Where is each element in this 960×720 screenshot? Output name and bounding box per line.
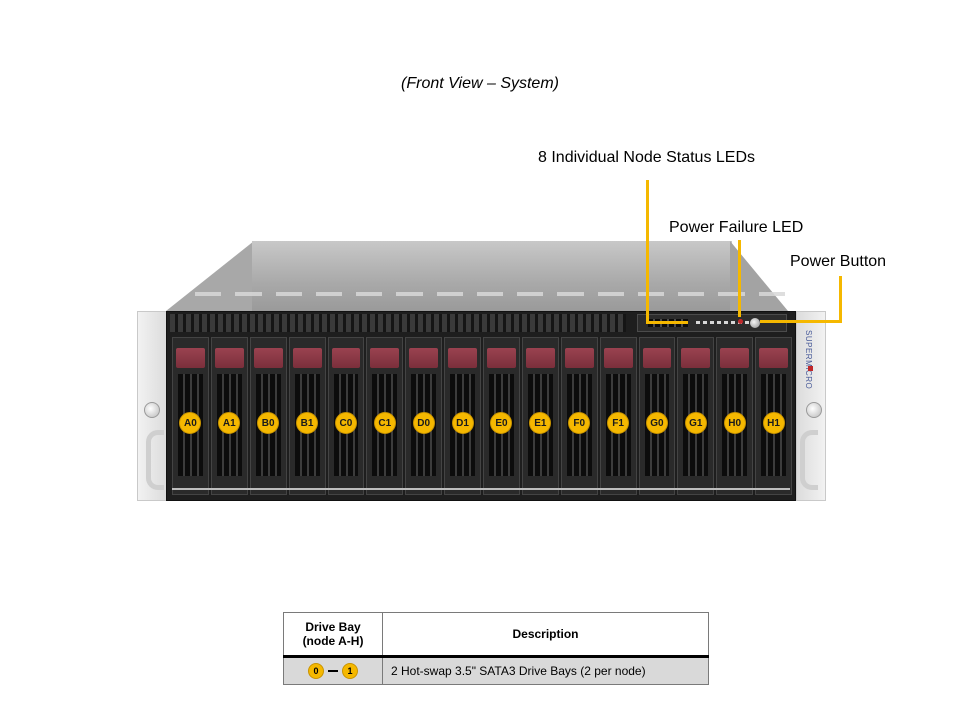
chassis-top-bevel-left — [166, 241, 254, 311]
drive-bay-e1[interactable]: E1 — [521, 337, 559, 495]
thumbscrew-left-icon[interactable] — [144, 402, 160, 418]
drive-latch[interactable] — [176, 348, 205, 368]
header-drive-bay-line2: (node A-H) — [302, 634, 364, 648]
node-led-d — [717, 321, 721, 324]
drive-bay-label: C0 — [334, 412, 357, 434]
drive-bay-label: C1 — [373, 412, 396, 434]
description-cell: 2 Hot-swap 3.5" SATA3 Drive Bays (2 per … — [382, 656, 709, 685]
logo-mark-icon — [808, 366, 813, 371]
drive-bay-label: E1 — [529, 412, 552, 434]
drive-latch[interactable] — [253, 348, 283, 368]
drive-bay-b0[interactable]: B0 — [249, 337, 287, 495]
drive-bay-label: A0 — [179, 412, 202, 434]
drive-latch[interactable] — [564, 348, 594, 368]
node-led-e — [724, 321, 728, 324]
drive-latch[interactable] — [409, 348, 439, 368]
bay-badge-end: 1 — [342, 663, 358, 679]
chassis-top-vents — [175, 290, 785, 300]
drive-bay-f1[interactable]: F1 — [599, 337, 637, 495]
rack-handle-left[interactable] — [146, 430, 164, 490]
drive-bay-label: A1 — [218, 412, 241, 434]
header-drive-bay-line1: Drive Bay — [305, 620, 361, 634]
bottom-rail — [172, 488, 790, 490]
drive-bay-a0[interactable]: A0 — [172, 337, 209, 495]
drive-bay-label: G0 — [645, 412, 668, 434]
power-failure-led — [738, 319, 743, 324]
drive-bay-array: A0 A1 B0 B1 C0 C1 D0 D1 E0 E1 F0 F1 G0 G1 H0 H1 — [172, 337, 792, 495]
callout-power-failure-led: Power Failure LED — [669, 219, 804, 236]
range-dash — [328, 670, 338, 672]
node-led-a — [696, 321, 700, 324]
table-header-row: Drive Bay (node A-H) Description — [283, 612, 709, 657]
drive-latch[interactable] — [525, 348, 555, 368]
drive-bay-c0[interactable]: C0 — [327, 337, 365, 495]
drive-bay-g0[interactable]: G0 — [638, 337, 676, 495]
thumbscrew-right-icon[interactable] — [806, 402, 822, 418]
callout-node-status-leds: 8 Individual Node Status LEDs — [538, 149, 756, 166]
callout-line-node-leds — [646, 180, 649, 323]
drive-bay-h0[interactable]: H0 — [716, 337, 754, 495]
drive-bay-label: D0 — [412, 412, 435, 434]
drive-bay-label: B1 — [296, 412, 319, 434]
drive-latch[interactable] — [370, 348, 400, 368]
drive-latch[interactable] — [487, 348, 516, 368]
drive-latch[interactable] — [642, 348, 672, 368]
header-drive-bay: Drive Bay (node A-H) — [283, 612, 383, 657]
drive-bay-a1[interactable]: A1 — [210, 337, 248, 495]
header-description: Description — [382, 612, 709, 657]
drive-bay-d1[interactable]: D1 — [444, 337, 481, 495]
drive-latch[interactable] — [331, 348, 361, 368]
callout-line-power-failure — [738, 240, 741, 317]
drive-latch[interactable] — [448, 348, 477, 368]
drive-bay-b1[interactable]: B1 — [288, 337, 326, 495]
drive-bay-e0[interactable]: E0 — [483, 337, 520, 495]
power-button[interactable] — [750, 318, 760, 328]
callout-line-node-leds-h — [646, 321, 688, 324]
bay-badge-start: 0 — [308, 663, 324, 679]
drive-bay-label: D1 — [451, 412, 474, 434]
drive-latch[interactable] — [759, 348, 788, 368]
callout-line-power-button-h — [760, 320, 842, 323]
node-led-f — [731, 321, 735, 324]
drive-latch[interactable] — [214, 348, 244, 368]
drive-bay-label: B0 — [257, 412, 280, 434]
brand-logo: SUPERMICRO — [804, 330, 813, 390]
node-led-b — [703, 321, 707, 324]
drive-latch[interactable] — [720, 348, 750, 368]
node-led-c — [710, 321, 714, 324]
drive-bay-d0[interactable]: D0 — [405, 337, 443, 495]
figure-title: (Front View – System) — [401, 75, 559, 92]
drive-bay-label: H1 — [762, 412, 785, 434]
drive-bay-label: F0 — [568, 412, 591, 434]
drive-bay-h1[interactable]: H1 — [755, 337, 792, 495]
drive-latch[interactable] — [603, 348, 633, 368]
drive-bay-c1[interactable]: C1 — [366, 337, 404, 495]
drive-bay-label: E0 — [490, 412, 513, 434]
drive-bay-label: H0 — [723, 412, 746, 434]
rack-handle-right[interactable] — [800, 430, 818, 490]
callout-power-button: Power Button — [790, 253, 887, 270]
drive-latch[interactable] — [292, 348, 322, 368]
node-led-h — [745, 321, 749, 324]
drive-latch[interactable] — [681, 348, 711, 368]
front-air-grille — [170, 314, 626, 332]
drive-bay-f0[interactable]: F0 — [560, 337, 598, 495]
drive-bay-label: F1 — [607, 412, 630, 434]
callout-line-power-button — [839, 276, 842, 323]
chassis-top — [252, 241, 732, 311]
drive-bay-label: G1 — [684, 412, 707, 434]
drive-bay-g1[interactable]: G1 — [677, 337, 715, 495]
